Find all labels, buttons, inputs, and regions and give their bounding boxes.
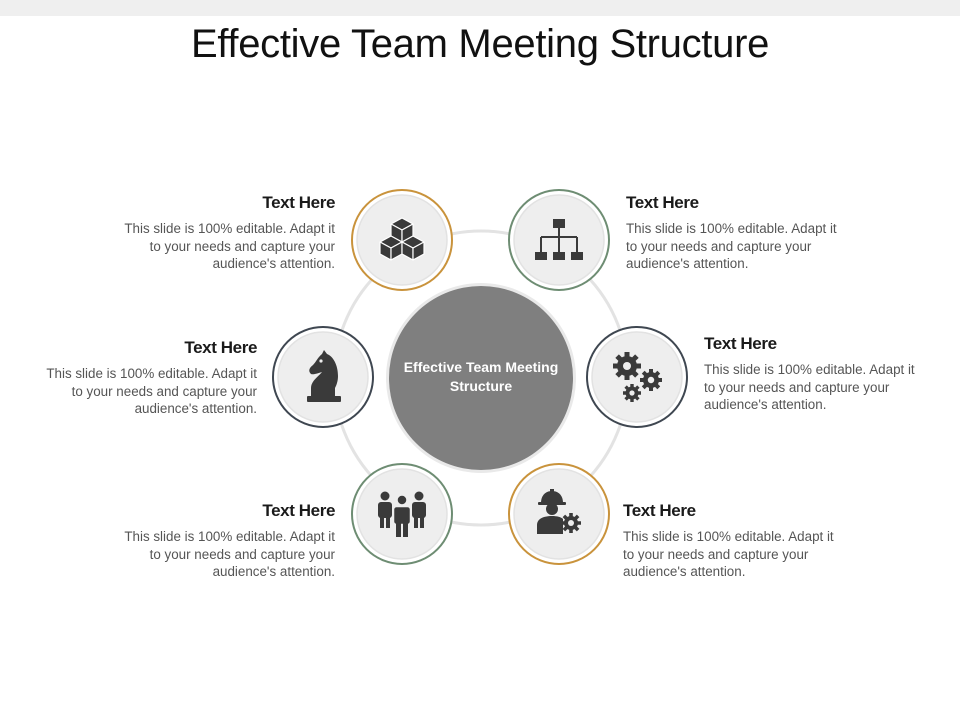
block-heading: Text Here	[262, 501, 335, 520]
top-bar	[0, 0, 960, 16]
node-bottom-right	[508, 463, 610, 565]
block-heading: Text Here	[626, 193, 699, 212]
text-block-bottom-left: Text Here This slide is 100% editable. A…	[110, 501, 335, 581]
node-middle-left	[272, 326, 374, 428]
node-bottom-left	[351, 463, 453, 565]
text-block-top-right: Text Here This slide is 100% editable. A…	[626, 193, 851, 273]
block-description: This slide is 100% editable. Adapt it to…	[124, 529, 335, 579]
block-heading: Text Here	[184, 338, 257, 357]
block-description: This slide is 100% editable. Adapt it to…	[623, 529, 834, 579]
block-description: This slide is 100% editable. Adapt it to…	[46, 366, 257, 416]
cubes-icon	[379, 217, 425, 261]
team-people-icon	[378, 491, 426, 537]
block-description: This slide is 100% editable. Adapt it to…	[704, 362, 915, 412]
text-block-middle-right: Text Here This slide is 100% editable. A…	[704, 334, 929, 414]
node-middle-right	[586, 326, 688, 428]
block-heading: Text Here	[262, 193, 335, 212]
chess-knight-icon	[307, 350, 341, 402]
text-block-middle-left: Text Here This slide is 100% editable. A…	[32, 338, 257, 418]
block-heading: Text Here	[623, 501, 696, 520]
text-block-bottom-right: Text Here This slide is 100% editable. A…	[623, 501, 848, 581]
block-heading: Text Here	[704, 334, 777, 353]
node-top-right	[508, 189, 610, 291]
center-circle-fill	[389, 286, 573, 470]
block-description: This slide is 100% editable. Adapt it to…	[124, 221, 335, 271]
text-block-top-left: Text Here This slide is 100% editable. A…	[110, 193, 335, 273]
gears-icon	[613, 352, 662, 402]
block-description: This slide is 100% editable. Adapt it to…	[626, 221, 837, 271]
node-top-left	[351, 189, 453, 291]
center-label: Effective Team Meeting Structure	[403, 359, 559, 394]
org-chart-icon	[535, 219, 583, 260]
engineer-gear-icon	[537, 489, 581, 534]
page-title: Effective Team Meeting Structure	[190, 22, 770, 66]
